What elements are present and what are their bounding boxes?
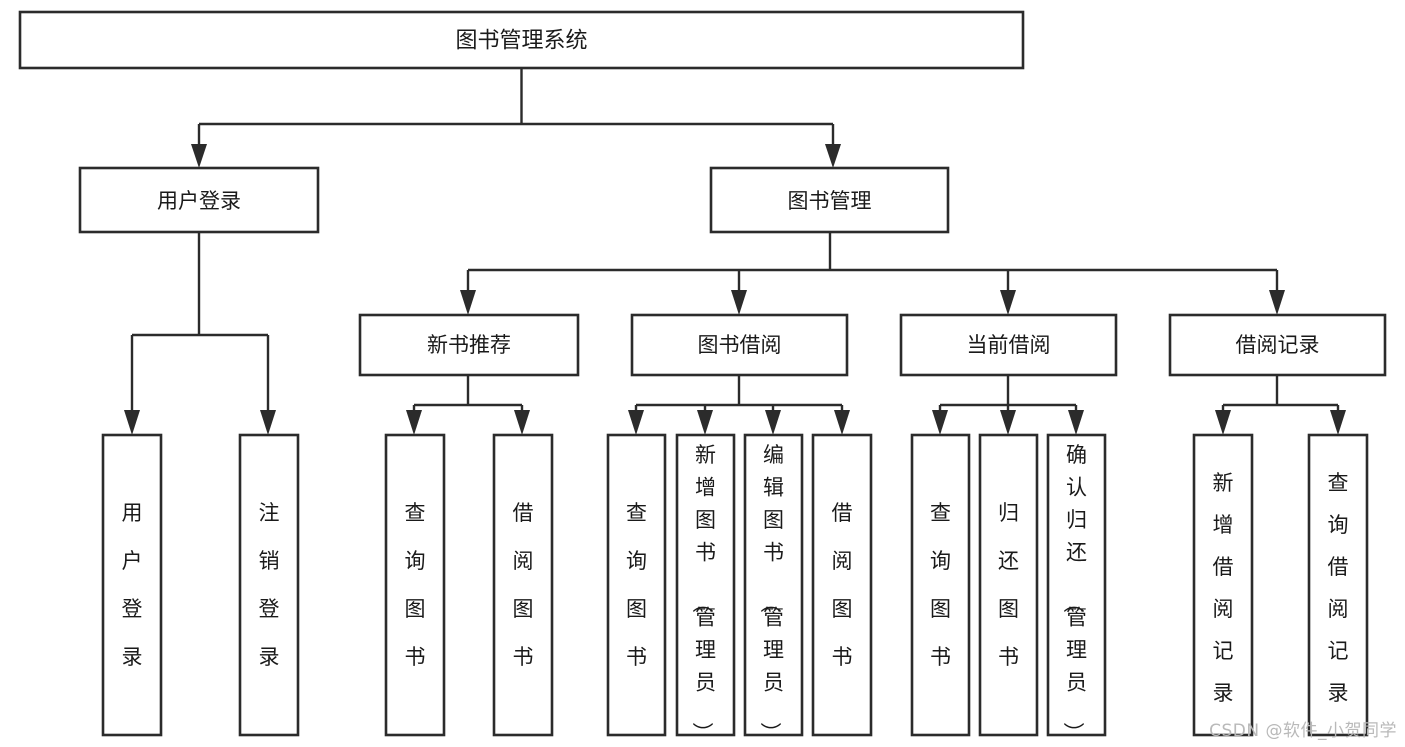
node-book-borrow-label: 图书借阅 — [698, 333, 782, 357]
connector-group-borrow-record-leaves — [1215, 375, 1346, 435]
node-borrow-record-label: 借阅记录 — [1236, 333, 1320, 357]
node-leaf-add-book-label: 新增图书（管理员） — [690, 443, 716, 743]
node-leaf-query-book-2-label: 查询图书 — [626, 501, 647, 669]
node-leaf-query-record-label: 查询借阅记录 — [1328, 471, 1349, 705]
arrow-head-current-borrow — [1000, 290, 1016, 315]
node-leaf-return-book[interactable]: 归还图书 — [978, 433, 1039, 737]
node-leaf-return-book-box[interactable] — [978, 433, 1039, 737]
node-leaf-return-book-label: 归还图书 — [998, 501, 1019, 669]
node-leaf-add-book-box[interactable] — [675, 433, 736, 737]
node-leaf-logout[interactable]: 注销登录 — [238, 433, 300, 737]
node-root[interactable]: 图书管理系统 — [18, 10, 1025, 70]
node-new-book-recommend-box[interactable] — [358, 313, 580, 377]
node-leaf-query-book-2-box[interactable] — [606, 433, 667, 737]
arrow-head-leaf-query-book-2 — [628, 410, 644, 435]
arrow-head-leaf-borrow-book-1 — [514, 410, 530, 435]
node-leaf-query-record[interactable]: 查询借阅记录 — [1307, 433, 1369, 737]
arrow-head-leaf-return-book — [1000, 410, 1016, 435]
arrow-head-leaf-add-record — [1215, 410, 1231, 435]
node-leaf-borrow-book-2-label: 借阅图书 — [832, 501, 853, 669]
node-new-book-recommend-label: 新书推荐 — [427, 333, 511, 357]
arrow-head-leaf-logout — [260, 410, 276, 435]
connector-group-root — [191, 68, 841, 168]
node-current-borrow-box[interactable] — [899, 313, 1118, 377]
arrow-head-book-borrow — [731, 290, 747, 315]
node-root-box[interactable] — [18, 10, 1025, 70]
node-leaf-borrow-book-1-box[interactable] — [492, 433, 554, 737]
csdn-watermark: CSDN @软件_小贺同学 — [1209, 721, 1397, 741]
node-leaf-add-record-label: 新增借阅记录 — [1213, 471, 1234, 705]
node-leaf-user-login[interactable]: 用户登录 — [101, 433, 163, 737]
node-leaf-borrow-book-2[interactable]: 借阅图书 — [811, 433, 873, 737]
node-leaf-confirm-return[interactable]: 确认归还（管理员） — [1046, 433, 1107, 743]
node-leaf-add-book[interactable]: 新增图书（管理员） — [675, 433, 736, 743]
arrow-head-user-login — [191, 144, 207, 168]
node-new-book-recommend[interactable]: 新书推荐 — [358, 313, 580, 377]
node-leaf-logout-label: 注销登录 — [259, 501, 280, 669]
arrow-head-leaf-query-book-3 — [932, 410, 948, 435]
node-leaf-query-book-3[interactable]: 查询图书 — [910, 433, 971, 737]
arrow-head-leaf-query-record — [1330, 410, 1346, 435]
node-book-borrow[interactable]: 图书借阅 — [630, 313, 849, 377]
node-leaf-query-book-3-label: 查询图书 — [930, 501, 951, 669]
node-root-label: 图书管理系统 — [455, 29, 587, 54]
arrow-head-leaf-add-book — [697, 410, 713, 435]
arrow-head-leaf-borrow-book-2 — [834, 410, 850, 435]
node-leaf-query-book-1[interactable]: 查询图书 — [384, 433, 446, 737]
node-leaf-add-record[interactable]: 新增借阅记录 — [1192, 433, 1254, 737]
node-leaf-borrow-book-1[interactable]: 借阅图书 — [492, 433, 554, 737]
node-leaf-borrow-book-2-box[interactable] — [811, 433, 873, 737]
node-current-borrow[interactable]: 当前借阅 — [899, 313, 1118, 377]
node-book-management-label: 图书管理 — [788, 189, 872, 213]
node-user-login[interactable]: 用户登录 — [78, 166, 320, 234]
arrow-head-book-management — [825, 144, 841, 168]
node-book-borrow-box[interactable] — [630, 313, 849, 377]
node-leaf-user-login-label: 用户登录 — [122, 501, 143, 669]
connector-group-new-book-leaves — [406, 375, 530, 435]
node-leaf-edit-book-label: 编辑图书（管理员） — [758, 443, 784, 743]
arrow-head-leaf-confirm-return — [1068, 410, 1084, 435]
node-leaf-edit-book[interactable]: 编辑图书（管理员） — [743, 433, 804, 743]
arrow-head-leaf-query-book-1 — [406, 410, 422, 435]
node-borrow-record[interactable]: 借阅记录 — [1168, 313, 1387, 377]
node-leaf-add-record-box[interactable] — [1192, 433, 1254, 737]
node-book-management[interactable]: 图书管理 — [709, 166, 950, 234]
connector-group-user-login-leaves — [124, 232, 276, 435]
node-leaf-borrow-book-1-label: 借阅图书 — [513, 501, 534, 669]
node-user-login-box[interactable] — [78, 166, 320, 234]
node-leaf-user-login-box[interactable] — [101, 433, 163, 737]
node-book-management-box[interactable] — [709, 166, 950, 234]
node-user-login-label: 用户登录 — [157, 189, 241, 213]
arrow-head-leaf-edit-book — [765, 410, 781, 435]
connector-group-current-borrow-leaves — [932, 375, 1084, 435]
node-leaf-confirm-return-label: 确认归还（管理员） — [1061, 443, 1087, 743]
connector-group-book-borrow-leaves — [628, 375, 850, 435]
node-borrow-record-box[interactable] — [1168, 313, 1387, 377]
node-leaf-query-record-box[interactable] — [1307, 433, 1369, 737]
arrow-head-leaf-user-login — [124, 410, 140, 435]
connector-group-book-management — [460, 232, 1285, 315]
node-leaf-query-book-1-box[interactable] — [384, 433, 446, 737]
node-leaf-edit-book-box[interactable] — [743, 433, 804, 737]
node-current-borrow-label: 当前借阅 — [967, 333, 1051, 357]
arrow-head-new-book-recommend — [460, 290, 476, 315]
node-leaf-confirm-return-box[interactable] — [1046, 433, 1107, 737]
node-leaf-logout-box[interactable] — [238, 433, 300, 737]
arrow-head-borrow-record — [1269, 290, 1285, 315]
node-leaf-query-book-2[interactable]: 查询图书 — [606, 433, 667, 737]
node-leaf-query-book-3-box[interactable] — [910, 433, 971, 737]
node-leaf-query-book-1-label: 查询图书 — [405, 501, 426, 669]
